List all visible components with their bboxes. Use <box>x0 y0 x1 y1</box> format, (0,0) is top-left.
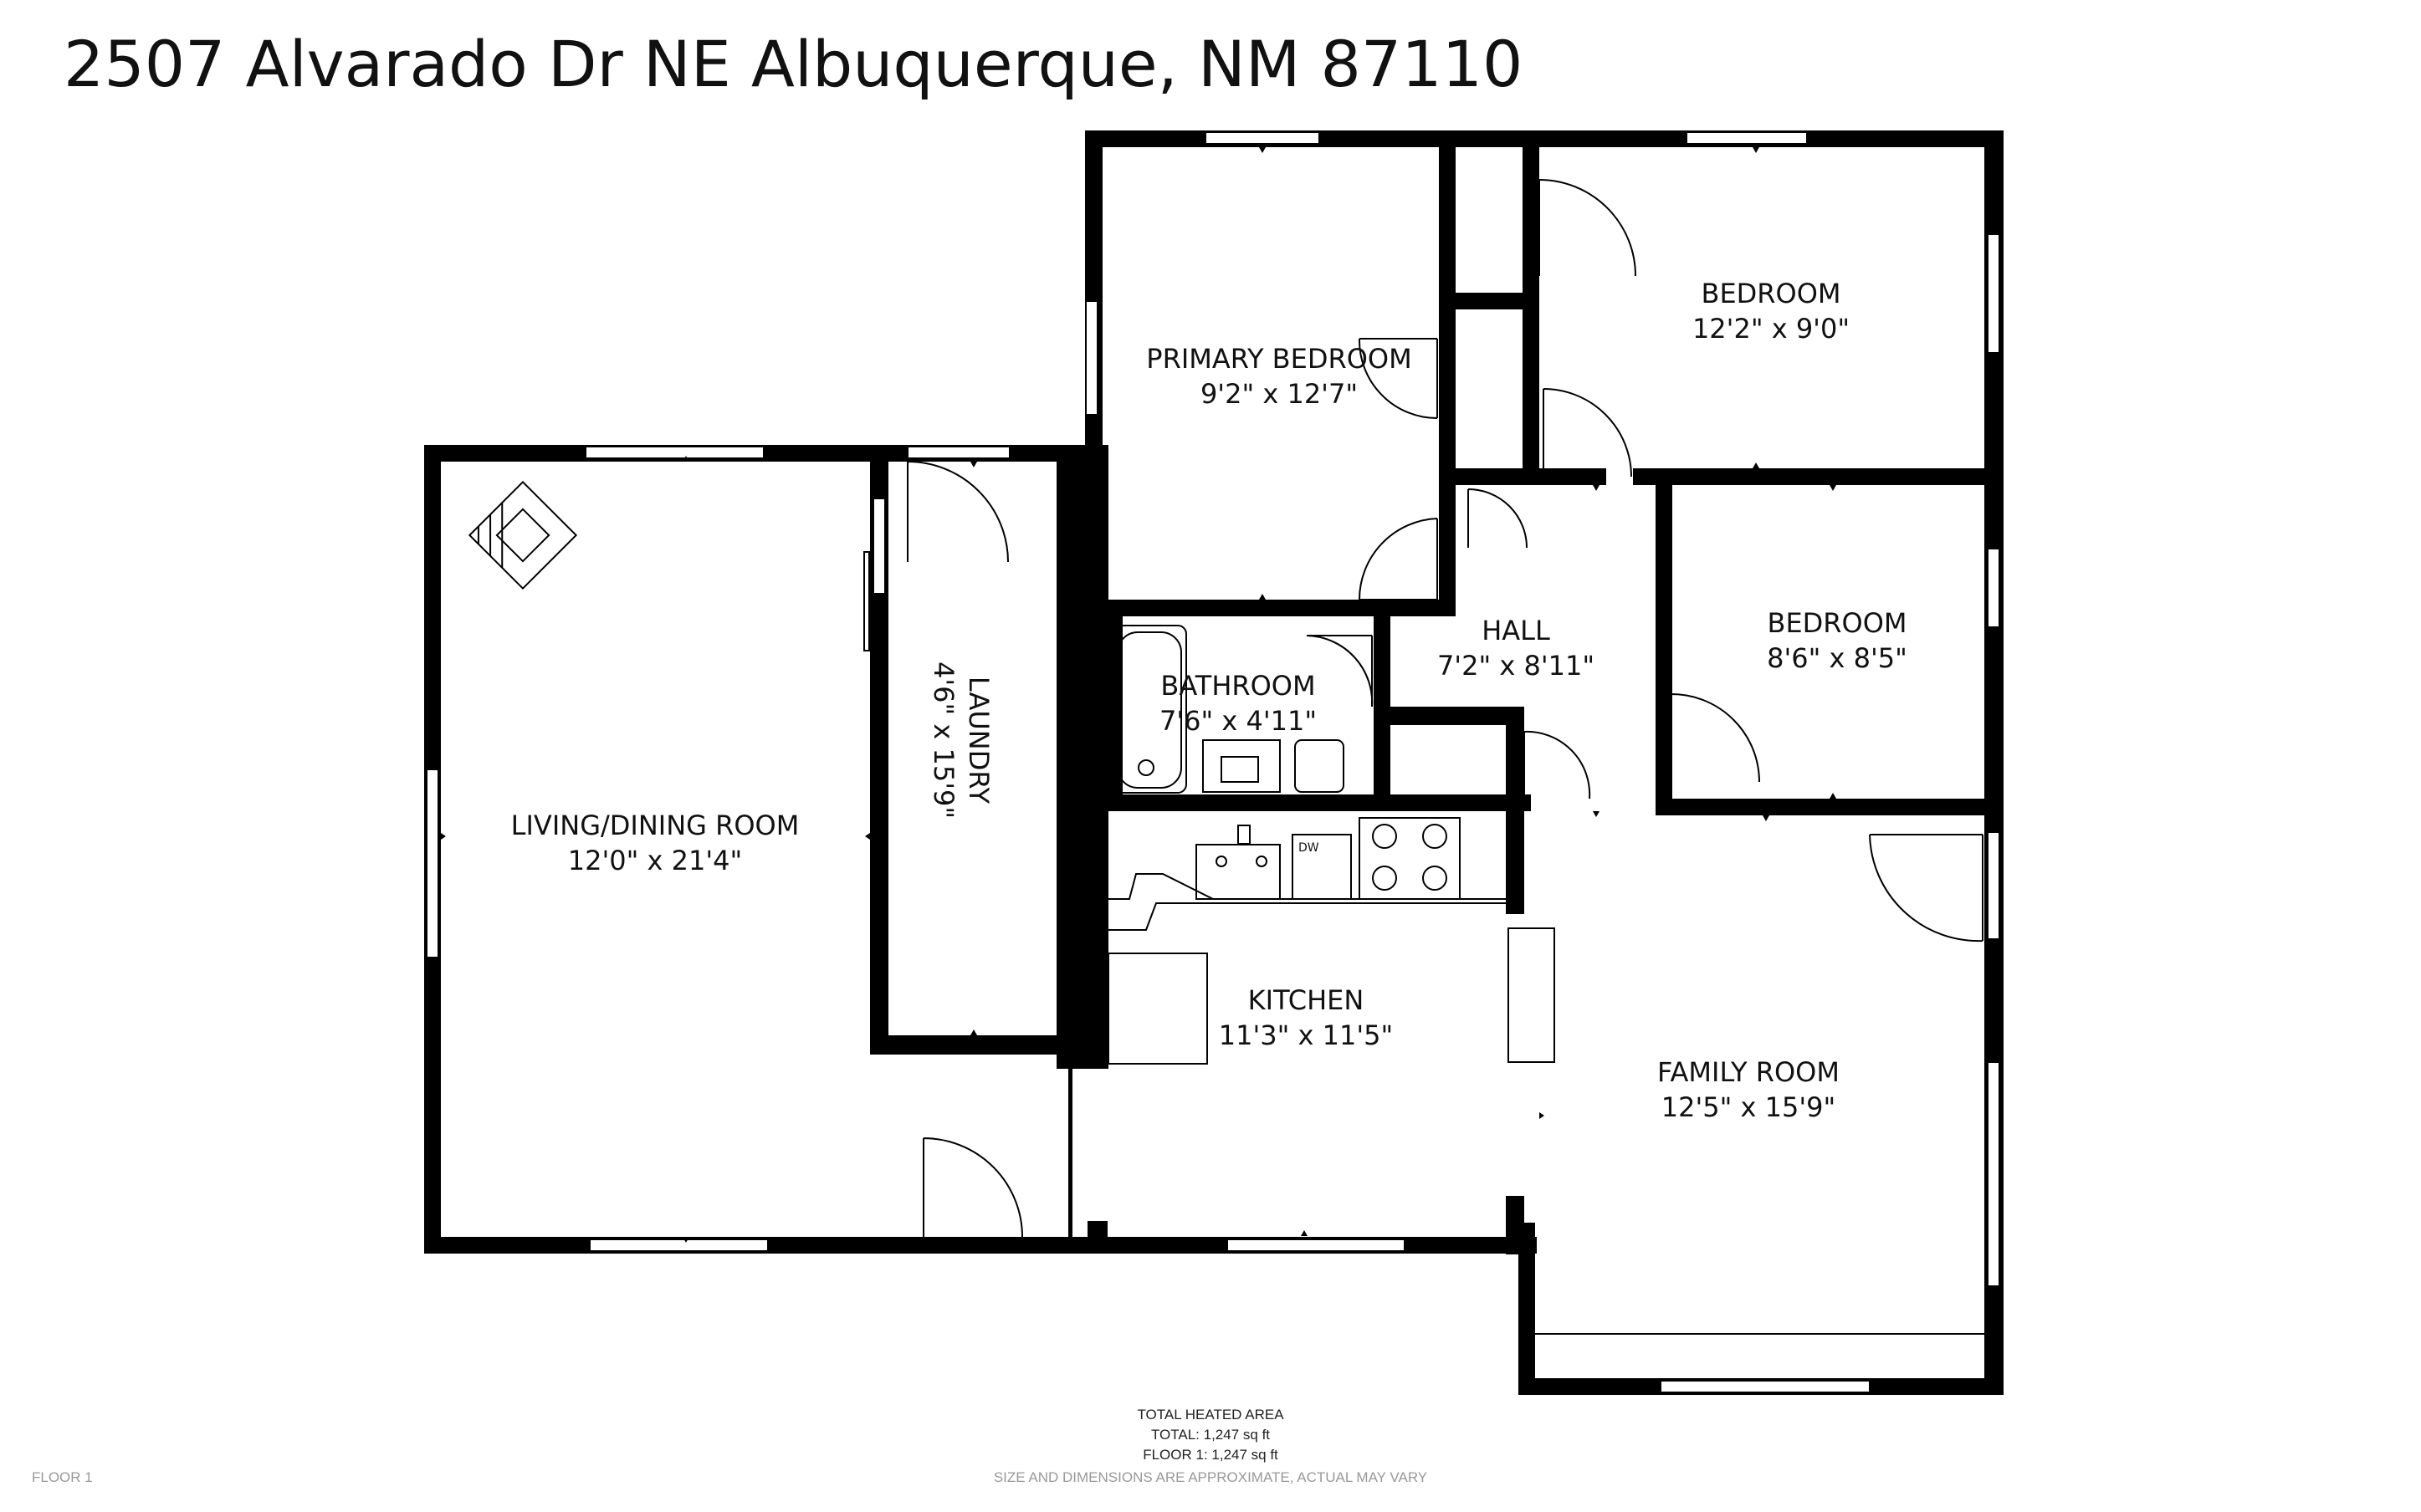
doors <box>907 179 1983 1238</box>
area-heading: TOTAL HEATED AREA <box>1137 1407 1284 1423</box>
kitchen-size: 11'3" x 11'5" <box>1219 1019 1393 1051</box>
living-dining-size: 12'0" x 21'4" <box>568 845 742 876</box>
area-floor-1: FLOOR 1: 1,247 sq ft <box>1143 1447 1278 1463</box>
fixtures: DW <box>468 480 1984 1335</box>
room-labels: PRIMARY BEDROOM 9'2" x 12'7" BEDROOM 12'… <box>511 278 1907 1123</box>
bathroom-size: 7'6" x 4'11" <box>1159 705 1317 737</box>
page-title: 2507 Alvarado Dr NE Albuquerque, NM 8711… <box>64 27 1523 101</box>
family-room-size: 12'5" x 15'9" <box>1661 1091 1835 1123</box>
footer: TOTAL HEATED AREA TOTAL: 1,247 sq ft FLO… <box>32 1407 1427 1485</box>
hall-name: HALL <box>1482 615 1550 646</box>
area-total: TOTAL: 1,247 sq ft <box>1151 1427 1270 1443</box>
dishwasher-label: DW <box>1298 841 1319 855</box>
primary-bedroom-size: 9'2" x 12'7" <box>1200 378 1358 410</box>
primary-bedroom-name: PRIMARY BEDROOM <box>1146 343 1411 375</box>
bedroom-1-size: 12'2" x 9'0" <box>1692 313 1850 345</box>
fireplace <box>468 480 578 590</box>
family-room-name: FAMILY ROOM <box>1657 1056 1840 1088</box>
laundry-size: 4'6" x 15'9" <box>928 662 960 819</box>
laundry-name: LAUNDRY <box>963 677 995 805</box>
kitchen-name: KITCHEN <box>1248 984 1364 1016</box>
living-dining-name: LIVING/DINING ROOM <box>511 810 800 841</box>
bedroom-2-name: BEDROOM <box>1767 607 1907 639</box>
floor-label: FLOOR 1 <box>32 1469 93 1485</box>
bedroom-1-name: BEDROOM <box>1701 278 1840 309</box>
disclaimer: SIZE AND DIMENSIONS ARE APPROXIMATE, ACT… <box>994 1469 1427 1485</box>
windows <box>426 131 2000 1393</box>
dimension-markers <box>441 147 1836 1243</box>
bedroom-2-size: 8'6" x 8'5" <box>1767 642 1907 674</box>
bathroom-name: BATHROOM <box>1160 670 1315 702</box>
hall-size: 7'2" x 8'11" <box>1437 650 1594 682</box>
